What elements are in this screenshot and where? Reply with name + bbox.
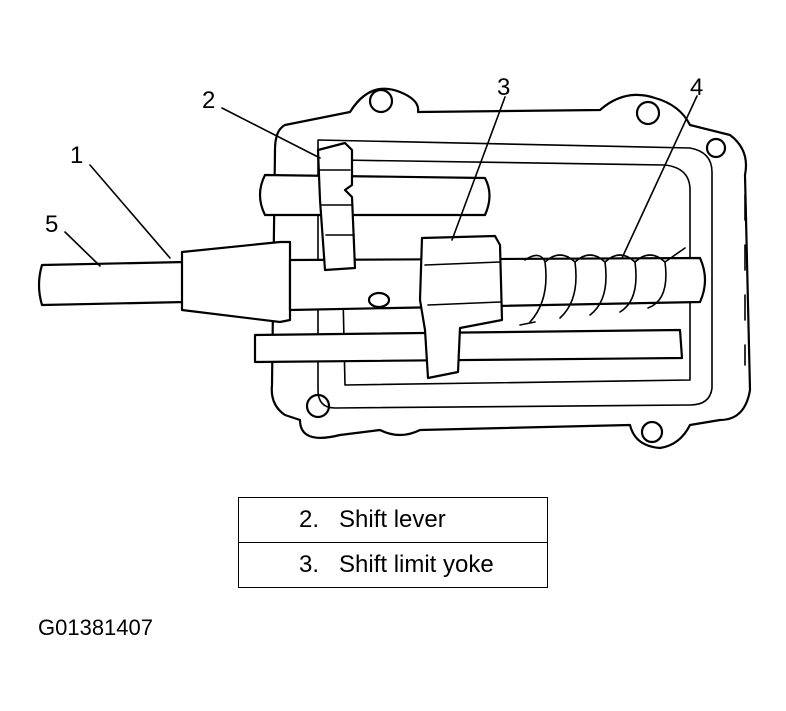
leader-line-3 bbox=[451, 96, 506, 241]
shaft-pin-hole bbox=[367, 291, 391, 309]
shift-limit-yoke-part bbox=[418, 234, 504, 380]
housing-cavity bbox=[339, 159, 691, 386]
spring-part bbox=[519, 247, 686, 326]
callout-2: 2 bbox=[202, 87, 215, 114]
callout-3: 3 bbox=[497, 74, 510, 101]
legend-number: 2. bbox=[238, 497, 325, 543]
callout-4: 4 bbox=[690, 74, 703, 101]
parts-legend-table: 2. Shift lever 3. Shift limit yoke bbox=[238, 497, 548, 588]
shaft-collar bbox=[180, 240, 292, 324]
leader-line-2 bbox=[221, 107, 321, 159]
legend-text: Shift lever bbox=[325, 497, 548, 543]
legend-row: 2. Shift lever bbox=[238, 497, 548, 543]
shift-lever-part bbox=[316, 141, 357, 272]
leader-line-1 bbox=[89, 164, 171, 259]
bolt-hole-top-left bbox=[368, 88, 394, 114]
legend-row: 3. Shift limit yoke bbox=[238, 542, 548, 588]
leader-line-4 bbox=[621, 95, 698, 259]
leader-line-5 bbox=[64, 231, 101, 267]
housing-inner-flange bbox=[317, 139, 713, 409]
callout-5: 5 bbox=[45, 211, 58, 238]
figure-id: G01381407 bbox=[38, 615, 153, 640]
housing-outline bbox=[270, 87, 752, 450]
bolt-hole-right bbox=[705, 137, 727, 159]
legend-number: 3. bbox=[238, 542, 325, 588]
bolt-hole-top-right bbox=[635, 100, 661, 126]
yoke-detail bbox=[424, 261, 501, 306]
upper-shaft bbox=[258, 173, 491, 217]
shift-lever-detail bbox=[319, 169, 355, 236]
main-shaft-rod bbox=[37, 260, 187, 307]
bolt-hole-bottom-left bbox=[305, 393, 331, 419]
bolt-hole-bottom-right bbox=[640, 420, 664, 444]
callout-1: 1 bbox=[70, 142, 83, 169]
legend-text: Shift limit yoke bbox=[325, 542, 548, 588]
lower-rail bbox=[253, 328, 684, 364]
